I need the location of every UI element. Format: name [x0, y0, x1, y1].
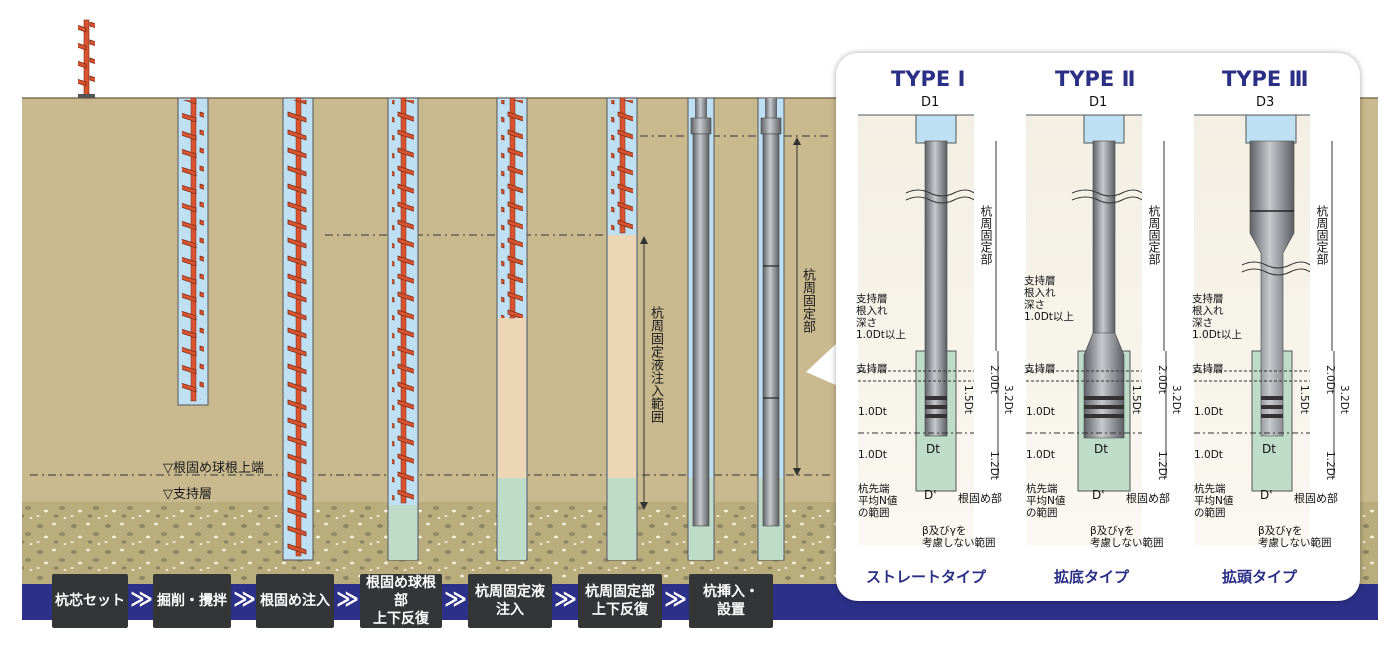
type1-d15: 1.5Dt — [962, 385, 974, 414]
type3-root-label: 根固め部 — [1294, 492, 1338, 505]
step-button-5[interactable]: 杭周固定液 注入 — [468, 574, 552, 628]
pile-fixed-part-label: 杭周固定部 — [800, 268, 815, 333]
type2-root-label: 根固め部 — [1126, 492, 1170, 505]
type3-d10a: 1.0Dt — [1194, 406, 1223, 418]
type1-title: TYPE Ⅰ — [891, 67, 966, 91]
type2-title: TYPE Ⅱ — [1055, 67, 1136, 91]
step7-pile-insertion — [687, 97, 801, 561]
type3-d32: 3.2Dt — [1338, 385, 1350, 414]
type1-d32: 3.2Dt — [1002, 385, 1014, 414]
type1-support-label: 支持層 — [856, 363, 888, 375]
type1-d12: 1.2Dt — [988, 451, 1000, 480]
type2-d10b: 1.0Dt — [1026, 449, 1055, 461]
type1-d10b: 1.0Dt — [858, 449, 887, 461]
type3-title: TYPE Ⅲ — [1222, 67, 1309, 91]
type3-support-label: 支持層 — [1192, 363, 1224, 375]
step1-auger — [78, 19, 95, 99]
step-button-3[interactable]: 根固め注入 — [256, 574, 334, 628]
type1-top-dim: D1 — [921, 95, 940, 110]
fixing-liquid-range-label: 杭周固定液注入範囲 — [648, 306, 663, 423]
type1-subtitle: ストレートタイプ — [866, 568, 987, 586]
type1-root-label: 根固め部 — [958, 492, 1002, 505]
type3-excluded-label: β及びγを 考慮しない範囲 — [1258, 525, 1332, 549]
type2-excluded-label: β及びγを 考慮しない範囲 — [1090, 525, 1164, 549]
type2-d15: 1.5Dt — [1130, 385, 1142, 414]
support-layer-label: ▽支持層 — [163, 487, 212, 502]
type2-dprime: D' — [1092, 488, 1105, 502]
type2-d32: 3.2Dt — [1170, 385, 1182, 414]
step4-root-repeat — [387, 97, 419, 561]
type2-d20: 2.0Dt — [1156, 365, 1168, 394]
type1-tip-label: 杭先端 平均N値 の範囲 — [858, 483, 898, 519]
bulb-top-label: ▽根固め球根上端 — [163, 461, 264, 476]
type3-d10b: 1.0Dt — [1194, 449, 1223, 461]
type2-diagram — [1026, 114, 1167, 545]
step3-root-injection — [282, 97, 314, 561]
type1-fixed-part: 杭周固定部 — [979, 205, 993, 265]
type3-diagram — [1194, 114, 1335, 545]
type1-diagram — [858, 114, 999, 545]
type1-excluded-label: β及びγを 考慮しない範囲 — [922, 525, 996, 549]
type3-top-dim: D3 — [1256, 95, 1275, 110]
step6-fixing-repeat — [606, 97, 648, 561]
type2-support-label: 支持層 — [1024, 363, 1056, 375]
type2-embed-label: 支持層 根入れ 深さ 1.0Dt以上 — [1024, 275, 1074, 323]
type3-d15: 1.5Dt — [1298, 385, 1310, 414]
type2-d12: 1.2Dt — [1156, 451, 1168, 480]
type3-fixed-part: 杭周固定部 — [1315, 205, 1329, 265]
step-button-4[interactable]: 根固め球根部 上下反復 — [360, 574, 442, 628]
type2-subtitle: 拡底タイプ — [1054, 568, 1130, 586]
step-button-2[interactable]: 掘削・攪拌 — [153, 574, 231, 628]
type1-d10a: 1.0Dt — [858, 406, 887, 418]
step5-fixing-liquid — [496, 97, 528, 561]
step-button-7[interactable]: 杭挿入・ 設置 — [689, 574, 773, 628]
type3-dt: Dt — [1262, 442, 1276, 456]
type3-d12: 1.2Dt — [1324, 451, 1336, 480]
type3-tip-label: 杭先端 平均N値 の範囲 — [1194, 483, 1234, 519]
step-button-6[interactable]: 杭周固定部 上下反復 — [578, 574, 662, 628]
type3-dprime: D' — [1260, 488, 1273, 502]
type2-top-dim: D1 — [1089, 95, 1108, 110]
step-button-1[interactable]: 杭芯セット — [52, 574, 128, 628]
step-separator-1: ≫ — [130, 587, 154, 612]
pile-type-diagrams — [858, 114, 1335, 545]
step-separator-6: ≫ — [664, 587, 688, 612]
type2-dt: Dt — [1094, 442, 1108, 456]
type3-d20: 2.0Dt — [1324, 365, 1336, 394]
step-separator-4: ≫ — [444, 587, 468, 612]
type1-d20: 2.0Dt — [988, 365, 1000, 394]
step-separator-3: ≫ — [336, 587, 360, 612]
type2-tip-label: 杭先端 平均N値 の範囲 — [1026, 483, 1066, 519]
type2-d10a: 1.0Dt — [1026, 406, 1055, 418]
type1-embed-label: 支持層 根入れ 深さ 1.0Dt以上 — [856, 293, 906, 341]
type3-subtitle: 拡頭タイプ — [1222, 568, 1298, 586]
type1-dprime: D' — [924, 488, 937, 502]
type3-embed-label: 支持層 根入れ 深さ 1.0Dt以上 — [1192, 293, 1242, 341]
step-separator-5: ≫ — [554, 587, 578, 612]
type2-fixed-part: 杭周固定部 — [1147, 205, 1161, 265]
pile-type-panel: TYPE Ⅰ TYPE Ⅱ TYPE Ⅲ D1 D1 D3 杭周固定部 杭周固定… — [836, 53, 1360, 601]
type1-dt: Dt — [926, 442, 940, 456]
step-separator-2: ≫ — [233, 587, 257, 612]
step2-excavation — [177, 97, 209, 406]
